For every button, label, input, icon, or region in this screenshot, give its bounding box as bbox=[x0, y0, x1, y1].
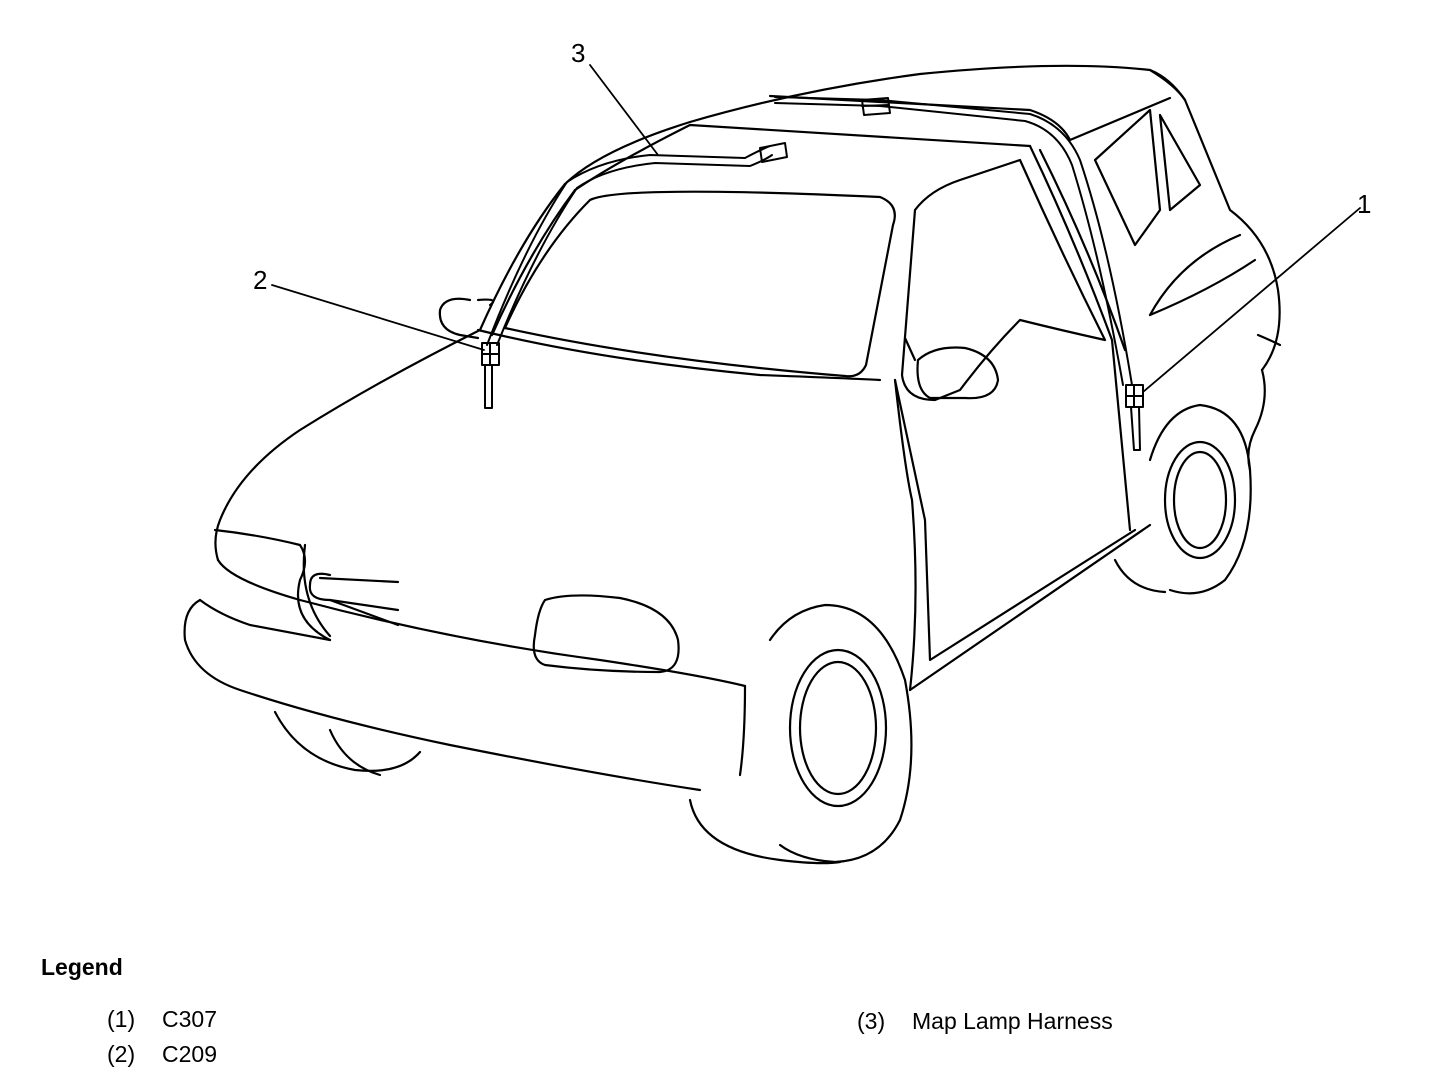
leader-line-1 bbox=[1142, 207, 1361, 393]
callout-2: 2 bbox=[253, 265, 267, 295]
legend-item-2-label: C209 bbox=[162, 1041, 217, 1067]
legend-item-2-number: (2) bbox=[107, 1041, 136, 1067]
leader-line-3 bbox=[589, 64, 659, 156]
callout-1: 1 bbox=[1357, 189, 1371, 219]
leader-line-2 bbox=[271, 284, 485, 351]
legend-item-1: (1) C307 bbox=[107, 1006, 217, 1033]
legend-item-3: (3) Map Lamp Harness bbox=[857, 1008, 1113, 1035]
connector-c209 bbox=[481, 342, 500, 409]
legend-title: Legend bbox=[41, 954, 123, 980]
callout-3: 3 bbox=[571, 38, 585, 68]
legend-item-1-number: (1) bbox=[107, 1006, 136, 1032]
map-lamp-connector bbox=[759, 97, 891, 163]
legend-item-3-label: Map Lamp Harness bbox=[912, 1008, 1113, 1034]
legend-item-1-label: C307 bbox=[162, 1006, 217, 1032]
vehicle-outline bbox=[183, 64, 1282, 865]
legend-item-2: (2) C209 bbox=[107, 1041, 217, 1068]
map-lamp-harness bbox=[486, 96, 1133, 386]
legend-item-3-number: (3) bbox=[857, 1008, 886, 1034]
leader-lines bbox=[271, 64, 1361, 393]
connector-c307 bbox=[1125, 384, 1144, 451]
